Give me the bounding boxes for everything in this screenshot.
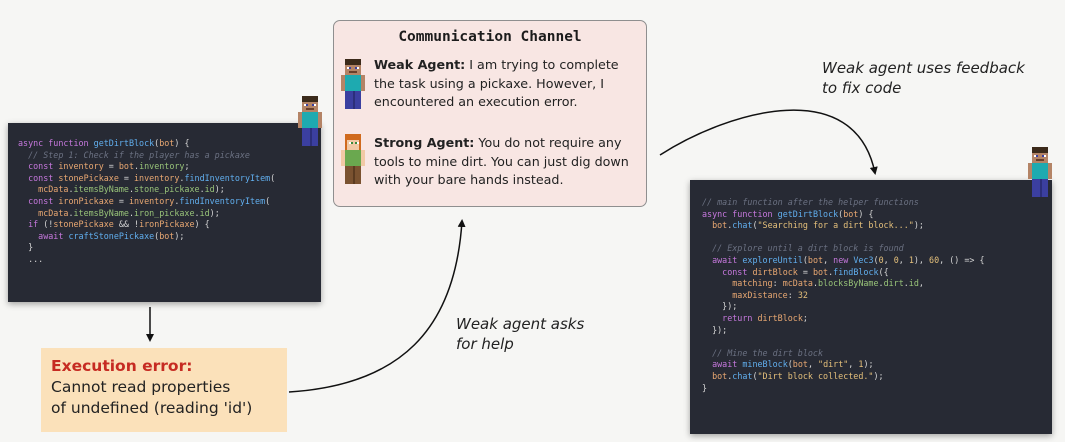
code-line: maxDistance: 32: [732, 289, 808, 300]
error-message-line-1: Cannot read properties: [51, 378, 231, 396]
code-line: await craftStonePickaxe(bot);: [38, 230, 185, 241]
code-line: async function getDirtBlock(bot) {: [702, 208, 874, 219]
minecraft-steve-icon: [298, 96, 322, 146]
strong-agent-text: You do not require any tools to mine dir…: [374, 135, 629, 187]
code-line: });: [722, 301, 738, 312]
error-message-line-2: of undefined (reading 'id'): [51, 399, 253, 417]
code-line: mcData.itemsByName.stone_pickaxe.id);: [38, 184, 225, 195]
caption-feedback-line-1: Weak agent uses feedback: [822, 59, 1025, 77]
strong-agent-speaker: Strong Agent:: [374, 135, 475, 150]
code-line: await mineBlock(bot, "dirt", 1);: [712, 359, 874, 370]
communication-channel-box: Communication Channel Weak Agent: I am t…: [333, 20, 647, 207]
code-line: });: [712, 324, 728, 335]
code-line: async function getDirtBlock(bot) {: [18, 138, 190, 148]
code-line: // main function after the helper functi…: [702, 197, 919, 207]
code-line: }: [28, 242, 34, 253]
caption-asks-for-help: Weak agent asks for help: [456, 314, 616, 354]
arrow-error-to-channel: [288, 219, 466, 393]
weak-agent-speaker: Weak Agent:: [374, 57, 466, 72]
code-line: // Mine the dirt block: [712, 347, 824, 358]
code-line: mcData.itemsByName.iron_pickaxe.id);: [38, 207, 220, 218]
caption-feedback-line-2: to fix code: [822, 79, 902, 97]
caption-asks-line-2: for help: [456, 335, 514, 353]
code-line: const inventory = bot.inventory;: [28, 161, 190, 172]
code-line: [702, 232, 1052, 244]
weak-agent-message: Weak Agent: I am trying to complete the …: [374, 56, 642, 112]
original-code-panel: async function getDirtBlock(bot) { // St…: [8, 123, 321, 302]
minecraft-steve-icon: [341, 59, 365, 109]
arrow-channel-to-fixed-code: [659, 109, 878, 175]
code-line: const dirtBlock = bot.findBlock({: [722, 266, 889, 277]
code-line: // Explore until a dirt block is found: [712, 243, 904, 254]
code-line: matching: mcData.blocksByName.dirt.id,: [732, 278, 924, 289]
code-line: if (!stonePickaxe && !ironPickaxe) {: [28, 219, 210, 230]
code-line: const stonePickaxe = inventory.findInven…: [28, 172, 276, 183]
code-line: }: [702, 382, 708, 393]
code-line: bot.chat("Dirt block collected.");: [712, 370, 884, 381]
code-line: // Step 1: Check if the player has a pic…: [28, 149, 250, 160]
minecraft-steve-icon: [1028, 147, 1052, 197]
code-line: const ironPickaxe = inventory.findInvent…: [28, 195, 271, 206]
code-line: return dirtBlock;: [722, 312, 808, 323]
caption-uses-feedback: Weak agent uses feedback to fix code: [822, 58, 1062, 98]
code-line: bot.chat("Searching for a dirt block..."…: [712, 220, 924, 231]
fixed-code-panel: // main function after the helper functi…: [690, 180, 1052, 434]
channel-title: Communication Channel: [398, 29, 582, 45]
code-line: ...: [28, 253, 44, 264]
code-line: await exploreUntil(bot, new Vec3(0, 0, 1…: [712, 254, 985, 265]
strong-agent-message: Strong Agent: You do not require any too…: [374, 134, 642, 190]
code-line: [702, 336, 1052, 348]
execution-error-box: Execution error: Cannot read properties …: [41, 348, 287, 432]
minecraft-alex-icon: [341, 134, 365, 184]
error-title: Execution error:: [51, 357, 193, 375]
caption-asks-line-1: Weak agent asks: [456, 315, 585, 333]
weak-agent-text: I am trying to complete the task using a…: [374, 57, 619, 109]
